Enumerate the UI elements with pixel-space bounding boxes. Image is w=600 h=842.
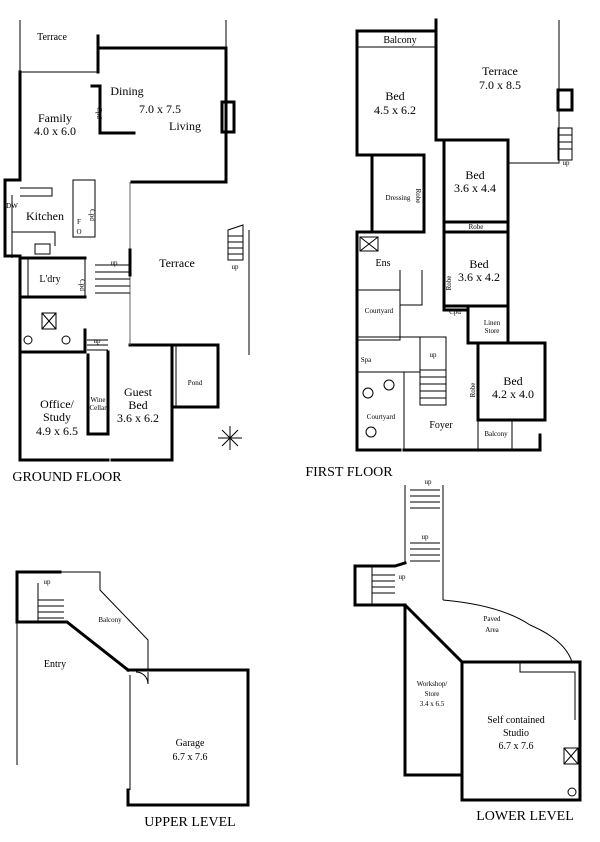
room-label: Store	[485, 327, 500, 335]
room-size: 3.6 x 4.4	[454, 181, 496, 195]
dishwasher-label: DW	[6, 202, 18, 210]
cupboard-label: Cpd	[88, 209, 96, 221]
shower-icon	[359, 236, 379, 252]
room-size: 6.7 x 7.6	[173, 752, 208, 763]
plant-icon	[362, 379, 395, 438]
stairs-up-label: up	[563, 159, 571, 167]
room-size: 3.6 x 6.2	[117, 411, 159, 425]
ground-floor-plan: Terrace Dining 7.0 x 7.5 Living Family 4…	[3, 20, 250, 485]
fridge-label: F	[77, 218, 81, 226]
room-size: 6.7 x 7.6	[499, 741, 534, 752]
room-label: Family	[38, 111, 72, 125]
floor-title: FIRST FLOOR	[305, 465, 393, 480]
robe-label: Robe	[414, 189, 422, 204]
room-label: Pond	[188, 379, 203, 387]
room-label: Store	[425, 690, 440, 698]
stairs-up-label: up	[94, 337, 102, 345]
stairs-up-label: up	[425, 478, 433, 486]
room-label: Wine	[91, 396, 106, 404]
first-floor-plan: Balcony Bed 4.5 x 6.2 Terrace 7.0 x 8.5 …	[305, 18, 574, 480]
room-label: Balcony	[484, 430, 508, 438]
room-label: Bed	[128, 398, 147, 412]
cupboard-label: Cpd	[95, 107, 103, 119]
stairs-up-label: up	[422, 533, 430, 541]
room-label: Bed	[465, 168, 484, 182]
room-label: Balcony	[98, 616, 122, 624]
toilet-icon	[61, 335, 71, 345]
room-label: Terrace	[482, 64, 518, 78]
room-label: Garage	[176, 738, 205, 749]
room-size: 7.0 x 7.5	[139, 102, 181, 116]
room-size: 3.4 x 6.5	[420, 700, 445, 708]
toilet-icon	[567, 787, 577, 797]
floor-title: GROUND FLOOR	[12, 470, 122, 485]
fireplace-icon	[220, 100, 236, 134]
cupboard-label: Cpd	[78, 279, 86, 291]
room-label: Dressing	[386, 194, 411, 202]
room-label: Ens	[376, 258, 391, 269]
room-label: Kitchen	[26, 209, 64, 223]
room-label: Bed	[469, 257, 488, 271]
room-label: Self contained	[487, 715, 544, 726]
room-label: Study	[43, 410, 71, 424]
room-label: Cellar	[89, 404, 107, 412]
room-label: Courtyard	[365, 307, 394, 315]
robe-label: Robe	[469, 383, 477, 398]
terrace-outline	[19, 20, 98, 73]
room-size: 4.2 x 4.0	[492, 387, 534, 401]
room-label: Area	[485, 626, 499, 634]
room-size: 7.0 x 8.5	[479, 78, 521, 92]
cupboard-label: Cpd	[449, 308, 461, 316]
room-label: Courtyard	[367, 413, 396, 421]
room-label: Paved	[483, 615, 501, 623]
stairs-up-label: up	[430, 351, 438, 359]
stairs-up-label: up	[399, 573, 407, 581]
room-label: L'dry	[39, 274, 60, 285]
room-label: Entry	[44, 659, 66, 670]
room-label: Bed	[503, 374, 522, 388]
oven-label: O	[76, 228, 81, 236]
room-label: Foyer	[429, 420, 453, 431]
floor-title: LOWER LEVEL	[476, 809, 574, 824]
stairs-up-label: up	[232, 263, 240, 271]
room-size: 4.5 x 6.2	[374, 103, 416, 117]
stairs-up-label: up	[111, 259, 119, 267]
robe-label: Robe	[469, 223, 484, 231]
shower-icon	[41, 312, 57, 330]
room-size: 3.6 x 4.2	[458, 270, 500, 284]
stairs-up-label: up	[44, 578, 52, 586]
room-label: Guest	[124, 385, 153, 399]
room-label: Terrace	[37, 32, 67, 43]
room-label: Spa	[361, 356, 372, 364]
room-label: Workshop/	[417, 680, 448, 688]
room-label: Dining	[110, 84, 143, 98]
room-label: Bed	[385, 89, 404, 103]
toilet-icon	[23, 335, 33, 345]
floor-title: UPPER LEVEL	[144, 815, 235, 830]
room-label: Living	[169, 119, 201, 133]
room-label: Office/	[40, 397, 74, 411]
room-label: Terrace	[159, 256, 195, 270]
room-label: Balcony	[383, 35, 416, 46]
room-size: 4.9 x 6.5	[36, 424, 78, 438]
room-label: Studio	[503, 728, 529, 739]
palm-tree-icon	[218, 426, 242, 450]
upper-level-plan: up Balcony Entry Garage 6.7 x 7.6 UPPER …	[15, 570, 250, 830]
room-size: 4.0 x 6.0	[34, 124, 76, 138]
shower-icon	[563, 747, 579, 765]
lower-level-plan: up up up Paved Area Workshop/ Store 3.4 …	[353, 478, 582, 824]
room-label: Linen	[484, 319, 501, 327]
stairs	[87, 224, 244, 351]
robe-label: Robe	[445, 276, 453, 291]
cooktop-icon	[34, 243, 51, 255]
